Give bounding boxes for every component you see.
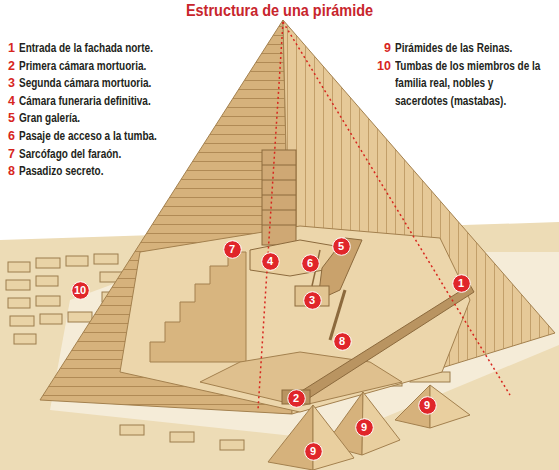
key-number: 8: [0, 163, 15, 181]
key-text: Pasaje de acceso a la tumba.: [19, 128, 227, 146]
circle-outline: [303, 291, 321, 309]
key-text: Tumbas de los miembros de la familia rea…: [395, 58, 549, 111]
mastaba: [36, 258, 60, 268]
key-number: 1: [0, 40, 15, 58]
circle-outline: [71, 281, 89, 299]
mastaba: [8, 298, 30, 308]
queen-pyramid-face: [268, 405, 313, 470]
stepped-core: [150, 252, 246, 362]
mastaba: [94, 254, 118, 264]
key-number: 5: [0, 110, 15, 128]
callout-circle: 9: [418, 396, 437, 415]
callout-circle: 3: [303, 291, 322, 310]
descending-passage: [300, 285, 474, 400]
mastaba: [14, 334, 36, 344]
callout-number: 4: [261, 252, 280, 271]
callout-circle: 4: [261, 252, 280, 271]
mastaba: [66, 256, 88, 266]
callout-circle: 8: [333, 332, 352, 351]
mastaba: [36, 296, 60, 306]
callout-number: 7: [223, 240, 242, 259]
callout-circle: 9: [304, 442, 323, 461]
circle-outline: [261, 252, 279, 270]
mastaba: [36, 276, 58, 286]
circle-outline: [304, 442, 322, 460]
mastaba: [120, 425, 144, 435]
circle-outline: [452, 274, 470, 292]
key-text: Primera cámara mortuoria.: [19, 58, 227, 76]
key-number: 6: [0, 128, 15, 146]
key-text: Pirámides de las Reinas.: [395, 40, 549, 58]
mastaba: [170, 432, 194, 442]
callout-number: 9: [355, 418, 374, 437]
relieving-chambers: [262, 150, 296, 245]
chamber-divisions: [262, 165, 296, 225]
key-text: Gran galería.: [19, 110, 227, 128]
mastaba: [8, 262, 30, 272]
callout-circle: 9: [355, 418, 374, 437]
key-text: Sarcófago del faraón.: [19, 146, 227, 164]
key-number: 2: [0, 58, 15, 76]
callout-number: 6: [301, 254, 320, 273]
circle-outline: [223, 240, 241, 258]
callout-number: 10: [71, 281, 90, 300]
callout-circle: 5: [332, 237, 351, 256]
dotted-guide: [258, 22, 283, 410]
key-text: Segunda cámara mortuoria.: [19, 75, 227, 93]
mastaba: [220, 440, 244, 450]
mastaba: [40, 314, 62, 324]
callout-number: 8: [333, 332, 352, 351]
key-number: 4: [0, 93, 15, 111]
mastaba: [6, 280, 30, 290]
key-number: 10: [372, 58, 391, 76]
callout-number: 2: [287, 389, 306, 408]
callout-number: 1: [452, 274, 471, 293]
key-number: 9: [372, 40, 391, 58]
circle-outline: [287, 389, 305, 407]
title: Estructura de una pirámide: [42, 1, 517, 21]
callout-circle: 1: [452, 274, 471, 293]
stepped-base: [200, 352, 402, 406]
circle-outline: [355, 418, 373, 436]
callout-number: 5: [332, 237, 351, 256]
callout-number: 9: [418, 396, 437, 415]
callout-circle: 2: [287, 389, 306, 408]
queen-pyramid-face: [313, 405, 354, 470]
mastaba: [10, 316, 34, 326]
key-text: Pasadizo secreto.: [19, 163, 227, 181]
key-text: Entrada de la fachada norte.: [19, 40, 227, 58]
callout-number: 9: [304, 442, 323, 461]
callout-number: 3: [303, 291, 322, 310]
key-text: Cámara funeraria definitiva.: [19, 93, 227, 111]
circle-outline: [332, 237, 350, 255]
key-number: 3: [0, 75, 15, 93]
circle-outline: [333, 332, 351, 350]
mastaba: [68, 312, 92, 322]
circle-outline: [418, 396, 436, 414]
callout-circle: 6: [301, 254, 320, 273]
callout-circle: 7: [223, 240, 242, 259]
callout-circle: 10: [71, 281, 90, 300]
key-number: 7: [0, 146, 15, 164]
queens-pyramids: [268, 385, 470, 470]
circle-outline: [301, 254, 319, 272]
